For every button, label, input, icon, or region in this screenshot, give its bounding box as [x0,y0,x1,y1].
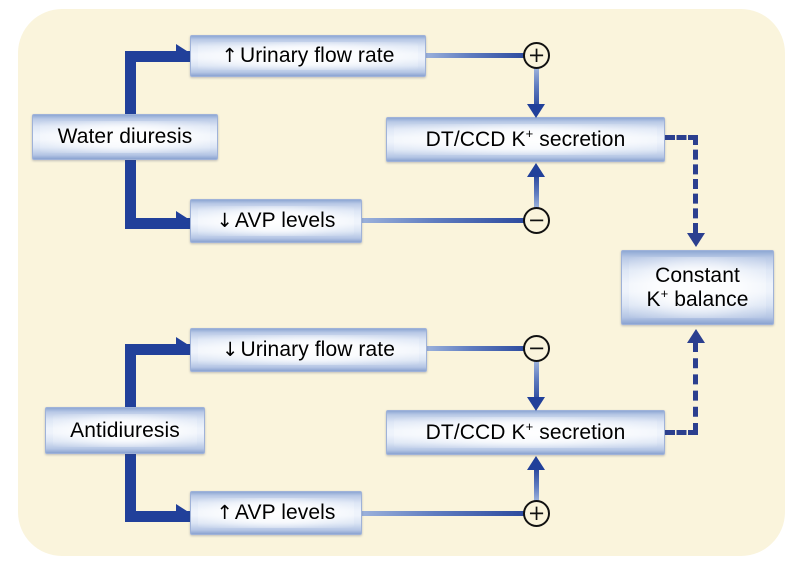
node-lower-avp-levels-label: ↑AVP levels [216,501,336,525]
connector-upper-plus-to-secretion [534,68,539,108]
node-upper-urinary-flow-rate-label: ↑Urinary flow rate [221,44,395,68]
connector-lower-minus-to-secretion [534,361,539,401]
arrowhead-upper-plus-to-secretion [527,104,545,118]
node-lower-dt-ccd-secretion: DT/CCD K+ secretion [386,410,665,455]
node-antidiuresis-label: Antidiuresis [70,418,180,442]
connector-upper-minus-to-secretion [534,176,539,208]
node-lower-urinary-flow-rate-label: ↓Urinary flow rate [221,338,396,362]
node-water-diuresis-label: Water diuresis [57,125,193,149]
arrowhead-to-upper-avp [176,211,190,229]
sign-lower-plus: + [523,500,550,527]
node-lower-avp-levels: ↑AVP levels [190,491,362,535]
arrowhead-lower-outcome [687,329,705,343]
node-lower-dt-ccd-secretion-label: DT/CCD K+ secretion [425,418,626,444]
connector-lower-flowrate-to-minus [425,346,526,351]
connector-lower-plus-to-secretion [534,469,539,501]
connector-lower-avp-to-plus [360,511,526,516]
dashed-lower-secretion-to-outcome-v [693,342,698,433]
node-upper-avp-levels: ↓AVP levels [190,199,362,243]
dashed-upper-secretion-to-outcome-h [665,135,698,140]
arrowhead-lower-minus-to-secretion [527,397,545,411]
sign-lower-minus: − [523,335,550,362]
arrowhead-to-upper-flow-rate [176,44,190,62]
arrowhead-to-lower-avp [176,504,190,522]
up-arrow-icon: ↑ [216,501,233,525]
node-upper-urinary-flow-rate: ↑Urinary flow rate [190,35,426,77]
connector-upper-flowrate-to-plus [424,53,526,58]
down-arrow-icon: ↓ [216,209,233,233]
node-upper-dt-ccd-secretion-label: DT/CCD K+ secretion [425,125,626,151]
node-upper-avp-levels-label: ↓AVP levels [216,209,336,233]
dashed-upper-secretion-to-outcome-v [693,135,698,233]
dashed-lower-secretion-to-outcome-h [665,430,698,435]
node-water-diuresis: Water diuresis [32,114,218,160]
node-lower-urinary-flow-rate: ↓Urinary flow rate [190,328,427,372]
connector-upper-avp-to-minus [360,218,526,223]
node-constant-k-balance-line2: K+ balance [646,285,749,311]
node-upper-dt-ccd-secretion: DT/CCD K+ secretion [386,117,665,162]
arrowhead-to-lower-flow-rate [176,337,190,355]
arrowhead-upper-minus-to-secretion [527,163,545,177]
node-constant-k-balance-line1: Constant [655,263,740,287]
arrowhead-lower-plus-to-secretion [527,456,545,470]
down-arrow-icon: ↓ [221,338,239,362]
arrowhead-upper-outcome [687,233,705,247]
sign-upper-minus: − [523,207,550,234]
up-arrow-icon: ↑ [221,44,238,68]
sign-upper-plus: + [523,42,550,69]
node-constant-k-balance: Constant K+ balance [621,250,774,325]
node-antidiuresis: Antidiuresis [45,407,205,454]
